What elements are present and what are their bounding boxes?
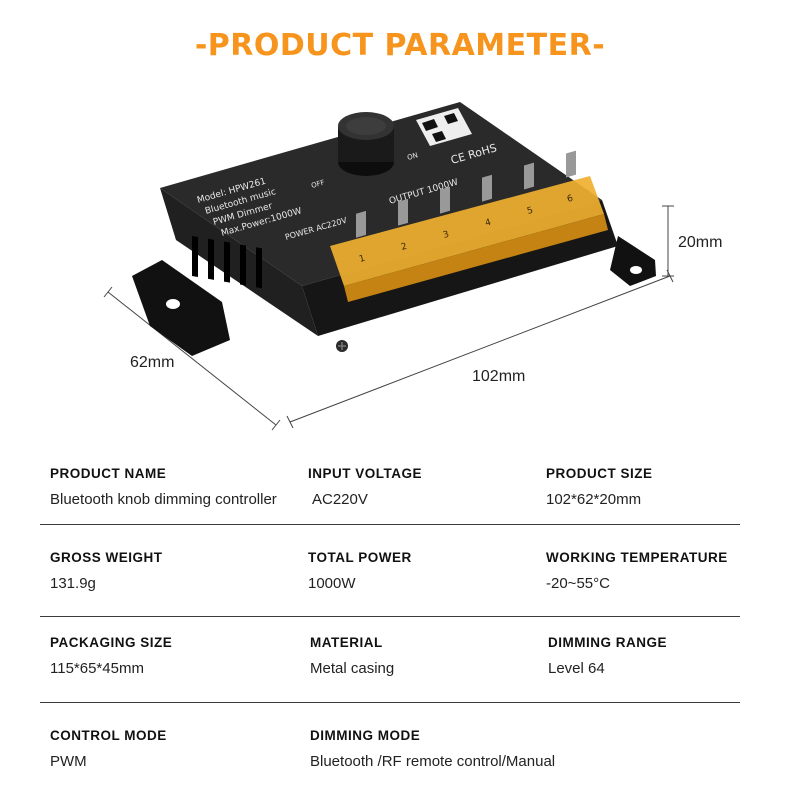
spec-label: PRODUCT SIZE bbox=[546, 466, 653, 481]
spec-label: DIMMING MODE bbox=[310, 728, 421, 743]
device-label-off: OFF bbox=[310, 178, 325, 189]
spec-value: 131.9g bbox=[50, 575, 96, 592]
spec-working-temperature: WORKING TEMPERATURE -20~55°C bbox=[546, 550, 728, 592]
spec-product-size: PRODUCT SIZE 102*62*20mm bbox=[546, 466, 653, 508]
device-top bbox=[160, 102, 602, 286]
spec-packaging-size: PACKAGING SIZE 115*65*45mm bbox=[50, 635, 172, 677]
dimension-width: 62mm bbox=[130, 354, 175, 371]
terminal-1: 1 bbox=[358, 254, 366, 265]
spec-label: GROSS WEIGHT bbox=[50, 550, 163, 565]
spec-value: PWM bbox=[50, 753, 87, 770]
terminal-5: 5 bbox=[526, 206, 534, 217]
spec-dimming-mode: DIMMING MODE Bluetooth /RF remote contro… bbox=[310, 728, 555, 770]
divider bbox=[40, 616, 740, 617]
dimension-height: 20mm bbox=[678, 234, 723, 251]
qr-code bbox=[416, 108, 472, 146]
spec-label: TOTAL POWER bbox=[308, 550, 412, 565]
mounting-flange-left bbox=[132, 260, 230, 356]
terminal-6: 6 bbox=[566, 194, 575, 205]
divider bbox=[40, 524, 740, 525]
spec-label: DIMMING RANGE bbox=[548, 635, 667, 650]
spec-value: Metal casing bbox=[310, 660, 395, 677]
spec-label: PRODUCT NAME bbox=[50, 466, 167, 481]
divider bbox=[40, 702, 740, 703]
spec-label: INPUT VOLTAGE bbox=[308, 466, 422, 481]
spec-control-mode: CONTROL MODE PWM bbox=[50, 728, 167, 770]
spec-dimming-range: DIMMING RANGE Level 64 bbox=[548, 635, 667, 677]
terminal-4: 4 bbox=[484, 218, 493, 229]
spec-label: CONTROL MODE bbox=[50, 728, 167, 743]
spec-value: 115*65*45mm bbox=[50, 660, 144, 677]
spec-label: MATERIAL bbox=[310, 635, 383, 650]
device-side bbox=[160, 188, 318, 336]
spec-value: Bluetooth knob dimming controller bbox=[50, 491, 277, 508]
spec-material: MATERIAL Metal casing bbox=[310, 635, 394, 677]
terminal-3: 3 bbox=[442, 230, 450, 241]
vent-slots bbox=[192, 235, 262, 289]
spec-value: -20~55°C bbox=[546, 575, 610, 592]
dimmer-knob[interactable] bbox=[338, 112, 394, 176]
page-title: -PRODUCT PARAMETER- bbox=[194, 28, 606, 63]
terminal-2: 2 bbox=[400, 242, 408, 253]
spec-value: AC220V bbox=[312, 491, 368, 508]
spec-total-power: TOTAL POWER 1000W bbox=[308, 550, 412, 592]
spec-value: 1000W bbox=[308, 575, 356, 592]
spec-value: 102*62*20mm bbox=[546, 491, 642, 508]
spec-input-voltage: INPUT VOLTAGE AC220V bbox=[308, 466, 422, 508]
mounting-flange-right bbox=[610, 236, 656, 286]
spec-value: Bluetooth /RF remote control/Manual bbox=[310, 753, 556, 770]
terminal-block: 1 2 3 4 5 6 bbox=[330, 150, 608, 302]
spec-product-name: PRODUCT NAME Bluetooth knob dimming cont… bbox=[50, 466, 277, 508]
screw-icon bbox=[336, 340, 348, 352]
device-label-on: ON bbox=[406, 151, 419, 162]
spec-label: WORKING TEMPERATURE bbox=[546, 550, 728, 565]
spec-value: Level 64 bbox=[548, 660, 605, 677]
spec-gross-weight: GROSS WEIGHT 131.9g bbox=[50, 550, 163, 592]
dimension-length: 102mm bbox=[472, 368, 526, 385]
spec-label: PACKAGING SIZE bbox=[50, 635, 173, 650]
product-image: Model: HPW261 Bluetooth music PWM Dimmer… bbox=[90, 90, 770, 450]
dimension-lines bbox=[103, 205, 674, 431]
